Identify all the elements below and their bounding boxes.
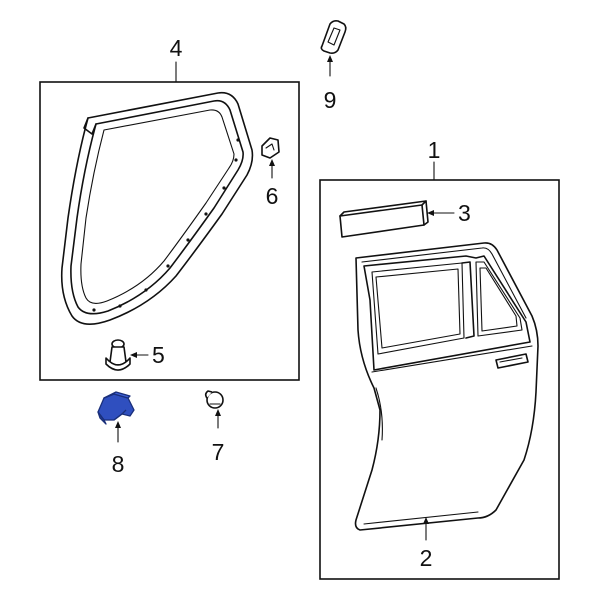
- group-box-4: [39, 81, 300, 381]
- part-8-bracket[interactable]: [97, 391, 135, 425]
- part-5-pin[interactable]: [105, 339, 131, 371]
- callout-1: 1: [428, 137, 441, 163]
- part-6-clip[interactable]: [261, 137, 280, 159]
- callout-2: 2: [420, 545, 433, 571]
- callout-9: 9: [324, 87, 337, 113]
- part-2-door-shell[interactable]: [354, 242, 539, 531]
- callout-5: 5: [152, 342, 165, 368]
- callout-6: 6: [266, 183, 279, 209]
- callout-7: 7: [212, 439, 225, 465]
- part-3-moulding[interactable]: [339, 200, 429, 238]
- group-box-1: [319, 179, 560, 580]
- door-weatherstrip[interactable]: [60, 91, 254, 325]
- callout-8: 8: [112, 451, 125, 477]
- callout-4: 4: [170, 35, 183, 61]
- callout-3: 3: [458, 200, 471, 226]
- part-9-clip[interactable]: [320, 20, 347, 54]
- part-7-clip[interactable]: [204, 390, 224, 409]
